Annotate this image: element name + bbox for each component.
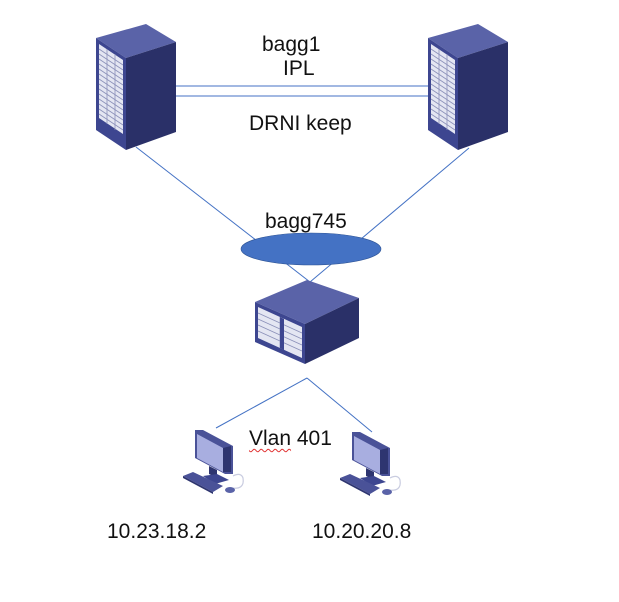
- link-access-to-pc-left: [215, 377, 308, 429]
- label-pc-right-ip: 10.20.20.8: [312, 520, 412, 543]
- label-drni-keep: DRNI keep: [249, 112, 352, 135]
- link-access-to-pc-right: [306, 377, 373, 433]
- label-vlan-word: Vlan: [249, 427, 292, 450]
- label-vlan-401: Vlan 401: [249, 428, 332, 449]
- label-ipl: IPL: [283, 57, 315, 80]
- pc-left-icon: [182, 429, 244, 495]
- access-switch-icon: [254, 279, 360, 365]
- pc-right-icon: [339, 431, 401, 497]
- label-bagg1: bagg1: [262, 33, 321, 56]
- lag-ellipse-bagg745: [240, 232, 382, 266]
- label-bagg745: bagg745: [265, 210, 347, 233]
- core-switch-right-icon: [427, 23, 509, 151]
- label-vlan-number: 401: [291, 427, 332, 450]
- core-switch-left-icon: [95, 23, 177, 151]
- label-pc-left-ip: 10.23.18.2: [107, 520, 207, 543]
